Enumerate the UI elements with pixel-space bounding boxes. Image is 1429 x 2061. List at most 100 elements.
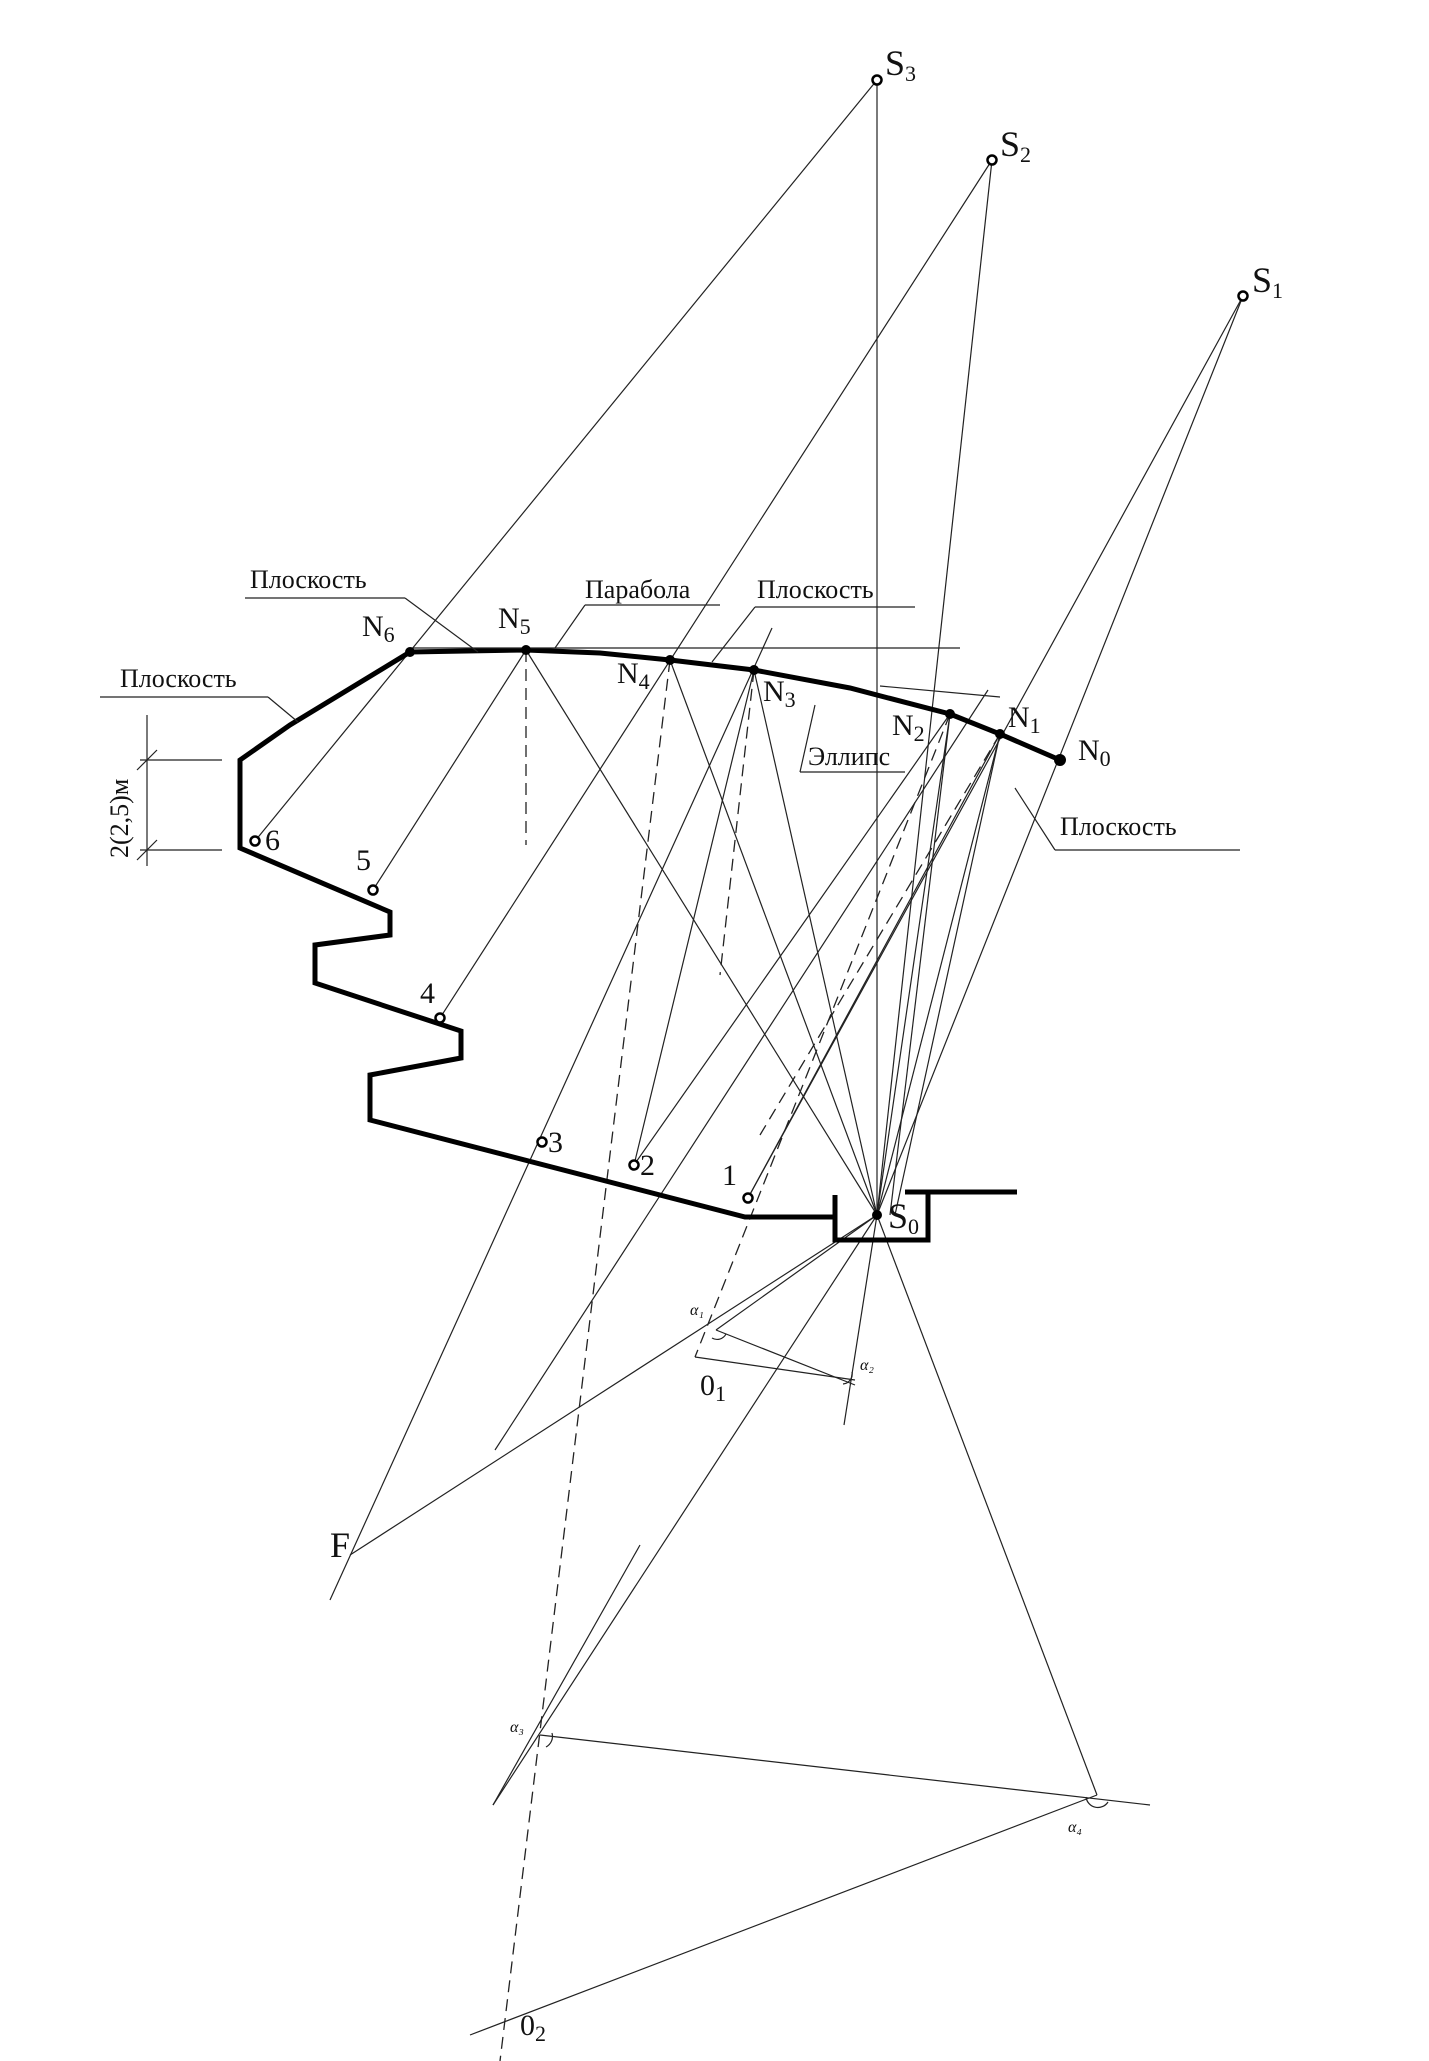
angle-arc-a1 — [711, 1333, 727, 1340]
label-s0: S0 — [888, 1196, 919, 1239]
label-plane-right: Плоскость — [1060, 812, 1177, 841]
line-a3-a4 — [539, 1734, 1151, 1806]
label-parabola: Парабола — [585, 575, 691, 604]
dashed-lines — [499, 650, 1001, 2061]
dim-tick-top — [136, 749, 158, 771]
label-plane-left: Плоскость — [120, 664, 237, 693]
point-n4 — [665, 655, 675, 665]
leader-plane-top-right-slope — [711, 606, 756, 663]
ray-n2-long — [494, 689, 989, 1451]
point-s3 — [871, 74, 883, 86]
point-n3 — [749, 665, 759, 675]
crest-and-top — [237, 647, 1061, 1220]
label-n2: N2 — [892, 709, 925, 746]
label-s2: S2 — [1000, 124, 1031, 167]
label-n1: N1 — [1008, 701, 1041, 738]
leader-plane-left-slope — [267, 696, 299, 723]
point-s0 — [872, 1210, 882, 1220]
ray-n5-s0 — [525, 649, 878, 1216]
ray-n2-2 — [633, 713, 951, 1166]
dim-tick-bottom — [136, 839, 158, 861]
ray-n2-s0-b — [889, 713, 951, 1216]
angle-arc-a3 — [545, 1732, 554, 1748]
point-n6 — [405, 647, 415, 657]
line-a3-ext — [492, 1544, 641, 1806]
label-point-3: 3 — [548, 1126, 563, 1159]
ray-n5-5 — [372, 649, 527, 891]
label-o2: 02 — [520, 2009, 546, 2046]
label-point-1: 1 — [722, 1159, 737, 1192]
leader-ellipse-top — [879, 685, 1001, 698]
point-n2 — [945, 709, 955, 719]
ray-s1-1 — [747, 295, 1244, 1199]
labels: S3 S2 S1 S0 N0 N1 N2 N3 N4 N5 N6 F 01 02… — [105, 43, 1283, 2046]
ray-n3-s0 — [753, 669, 878, 1216]
angle-arc-a4 — [1085, 1796, 1109, 1809]
ray-s2-4 — [439, 159, 993, 1019]
ray-s3-6 — [254, 79, 878, 842]
ray-n3-2 — [633, 669, 755, 1166]
label-n0: N0 — [1078, 734, 1111, 771]
label-point-6: 6 — [265, 824, 280, 857]
label-point-4: 4 — [420, 977, 435, 1010]
point-1 — [742, 1192, 754, 1204]
label-s3: S3 — [885, 43, 916, 86]
label-alpha3: α₃ — [510, 1719, 524, 1736]
construction-lines — [254, 79, 1244, 2036]
label-f: F — [330, 1525, 350, 1565]
point-6 — [249, 835, 261, 847]
angle-arc-a2 — [842, 1371, 853, 1385]
label-alpha2: α₂ — [860, 1357, 874, 1374]
label-ellipse: Эллипс — [808, 742, 890, 771]
line-a4-o2 — [469, 1794, 1098, 2036]
line-o1-a2 — [694, 1356, 856, 1381]
point-4 — [434, 1012, 446, 1024]
label-plane-top-right: Плоскость — [757, 575, 874, 604]
label-s1: S1 — [1252, 260, 1283, 303]
label-plane-top-left: Плоскость — [250, 565, 367, 594]
label-n3: N3 — [763, 675, 796, 712]
label-point-2: 2 — [640, 1149, 655, 1182]
point-5 — [367, 884, 379, 896]
line-f-s0 — [349, 1214, 878, 1556]
line-a1-a2 — [715, 1329, 856, 1386]
point-3 — [536, 1136, 548, 1148]
label-n5: N5 — [498, 602, 531, 639]
ray-n1-1 — [747, 733, 1001, 1199]
label-alpha4: α₄ — [1068, 1819, 1082, 1836]
ray-n1-s0 — [876, 733, 1001, 1216]
leader-plane-right-slope — [1014, 787, 1056, 851]
label-n6: N6 — [362, 610, 395, 647]
point-n0 — [1054, 754, 1066, 766]
bench-profile — [237, 647, 1061, 1243]
line-s0-a1 — [715, 1214, 878, 1331]
point-n5 — [521, 645, 531, 655]
ray-n2-s0 — [876, 713, 951, 1216]
ray-s2-s0 — [876, 159, 993, 1216]
dash-n4-o2 — [499, 659, 671, 2061]
label-o1: 01 — [700, 1369, 726, 1406]
label-point-5: 5 — [356, 844, 371, 877]
dash-n2-o1 — [694, 713, 951, 1358]
dash-n3 — [719, 669, 755, 976]
label-dimension: 2(2,5)м — [105, 779, 134, 858]
label-alpha1: α₁ — [690, 1302, 704, 1319]
line-s0-a4 — [876, 1214, 1098, 1796]
dash-n1 — [759, 733, 1001, 1136]
point-2 — [628, 1159, 640, 1171]
leader-lines — [100, 597, 1240, 1809]
point-s1 — [1237, 290, 1249, 302]
ray-n4-long — [329, 627, 773, 1601]
ray-n4-s0 — [669, 659, 878, 1216]
ray-n1-s0-b — [894, 733, 1001, 1216]
line-s0-a3 — [492, 1214, 878, 1806]
leader-ellipse-slope — [799, 704, 816, 773]
label-n4: N4 — [617, 657, 650, 694]
line-s0-a2 — [843, 1214, 878, 1426]
point-s2 — [986, 154, 998, 166]
leader-parabola-slope — [554, 604, 586, 649]
leader-plane-top-left-slope — [404, 597, 479, 653]
points — [249, 74, 1249, 1220]
point-n1 — [995, 729, 1005, 739]
